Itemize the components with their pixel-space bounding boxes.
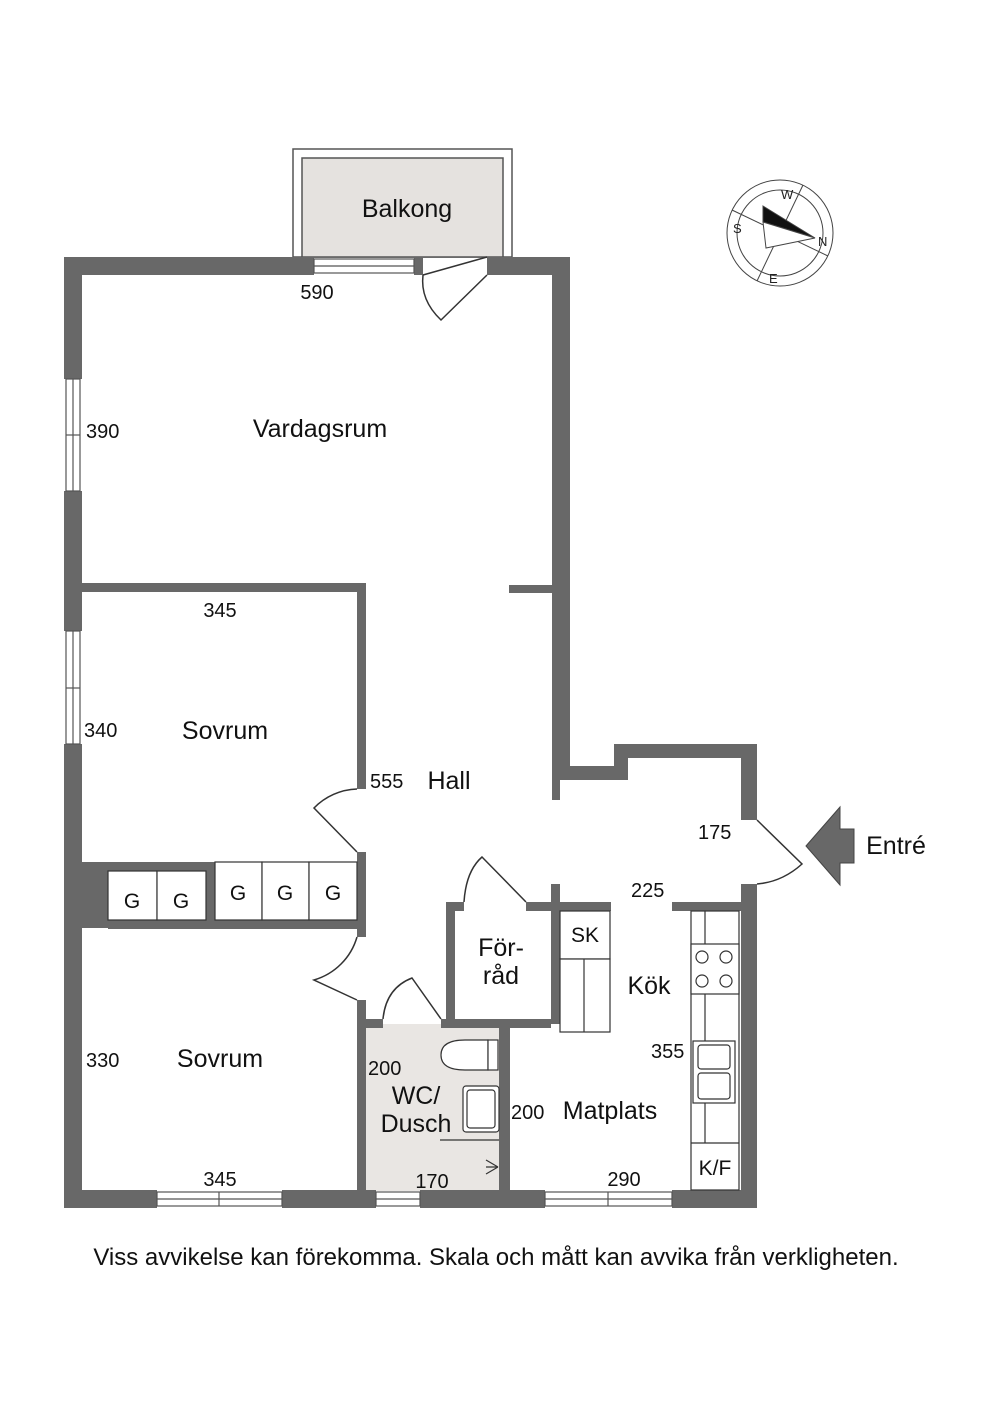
room-label-vardagsrum: Vardagsrum (253, 415, 387, 443)
compass-w: W (781, 187, 794, 202)
room-label-kok: Kök (627, 972, 671, 1000)
wc-fixtures (440, 1039, 500, 1175)
compass-icon: W S N E (726, 179, 834, 287)
room-label-balkong: Balkong (362, 195, 452, 223)
room-label-sovrum-top: Sovrum (182, 717, 268, 745)
dim-sovrum-top-depth: 340 (84, 720, 117, 742)
dim-hall-length: 555 (370, 771, 403, 793)
room-label-matplats: Matplats (563, 1097, 657, 1125)
wardrobe-label: G (277, 882, 293, 905)
dim-entre-width: 175 (698, 822, 731, 844)
dim-vardagsrum-depth: 390 (86, 421, 119, 443)
room-label-hall: Hall (427, 767, 470, 795)
dim-sovrum-bottom-depth: 330 (86, 1050, 119, 1072)
dim-kok-length: 355 (651, 1041, 684, 1063)
entrance-arrow-icon (805, 805, 855, 887)
dim-wc-depth: 200 (368, 1058, 401, 1080)
dim-sovrum-top-width: 345 (203, 600, 236, 622)
wardrobe-label: G (230, 882, 246, 905)
room-label-forrad-2: råd (483, 962, 519, 990)
compass-s: S (733, 221, 742, 236)
balcony (292, 148, 513, 258)
dim-matplats-width: 290 (607, 1169, 640, 1191)
room-label-forrad-1: För- (478, 934, 524, 962)
dim-sovrum-bottom-width: 345 (203, 1169, 236, 1191)
room-label-wc-2: Dusch (381, 1110, 452, 1138)
wardrobe-label: G (325, 882, 341, 905)
dim-matplats-depth: 200 (511, 1102, 544, 1124)
wardrobe-label: G (173, 890, 189, 913)
wardrobe-label: G (124, 890, 140, 913)
compass-e: E (769, 271, 778, 286)
doors (311, 256, 804, 1020)
dim-kok-width: 225 (631, 880, 664, 902)
kitchen-counter (559, 910, 740, 1191)
disclaimer: Viss avvikelse kan förekomma. Skala och … (93, 1244, 899, 1271)
room-label-sovrum-bottom: Sovrum (177, 1045, 263, 1073)
dim-vardagsrum-width: 590 (300, 282, 333, 304)
wardrobes (107, 861, 358, 921)
windows (65, 258, 673, 1207)
storage-cabinet-label: SK (571, 924, 599, 947)
dim-wc-width: 170 (415, 1171, 448, 1193)
fridge-freezer-label: K/F (699, 1157, 732, 1180)
room-label-wc-1: WC/ (392, 1082, 441, 1110)
compass-n: N (818, 234, 827, 249)
entrance-label: Entré (866, 832, 926, 860)
